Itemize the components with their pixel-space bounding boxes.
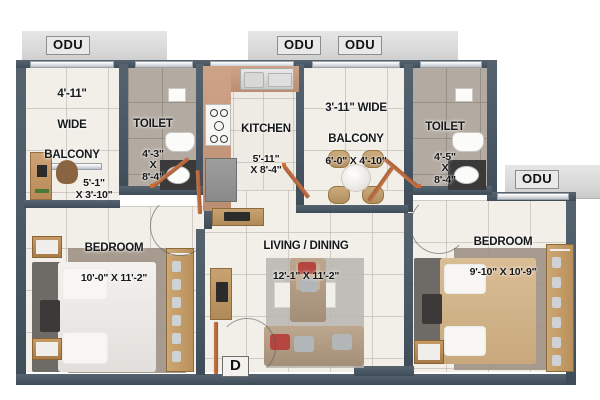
dining-chair-bl bbox=[328, 186, 350, 204]
bedroom-right-door-swing bbox=[410, 196, 468, 254]
wall-balcony-center-bottom bbox=[296, 205, 408, 213]
toilet-left-cistern bbox=[168, 88, 186, 102]
window-toilet-right-top bbox=[420, 61, 482, 68]
bedroom-left-nightstand-bottom bbox=[32, 338, 62, 360]
bedroom-left-nightstand-top bbox=[32, 236, 62, 258]
odu-tag-center-a: ODU bbox=[277, 36, 322, 55]
toilet-right-basin bbox=[454, 166, 479, 184]
tv-screen bbox=[216, 282, 228, 302]
wall-balcony-toilet-left bbox=[119, 64, 128, 192]
sofa-pillow-gray-a bbox=[300, 278, 318, 292]
wall-balcony-left-bottom bbox=[24, 200, 120, 208]
window-balcony-center-top bbox=[312, 61, 400, 68]
living-console-tv bbox=[224, 212, 250, 221]
bedroom-right-pillow-top bbox=[444, 264, 486, 294]
dining-chair-tr bbox=[362, 150, 384, 168]
balcony-chair bbox=[56, 160, 78, 184]
wall-toilet-right-bottom bbox=[413, 186, 492, 195]
wall-exterior-right-upper bbox=[487, 60, 497, 200]
window-toilet-left-top bbox=[135, 61, 193, 68]
toilet-right-cistern bbox=[455, 88, 473, 102]
bedroom-left-pillow-bottom bbox=[62, 332, 108, 364]
floor-balcony-center bbox=[303, 66, 408, 211]
entry-door-tag: D bbox=[222, 356, 249, 377]
bedroom-left-pillow-top bbox=[62, 268, 108, 300]
bedroom-right-pillow-bottom bbox=[444, 326, 486, 356]
kitchen-fridge bbox=[205, 158, 237, 202]
wall-exterior-left bbox=[16, 60, 26, 385]
entry-door bbox=[214, 322, 218, 374]
bedroom-left-throw bbox=[40, 300, 60, 332]
sofa-pillow-gray-b bbox=[294, 336, 314, 352]
dining-table bbox=[341, 164, 371, 192]
window-bedroom-right-top bbox=[497, 193, 569, 200]
wall-bedroom-left-living bbox=[196, 229, 205, 375]
bedroom-left-door-swing bbox=[150, 196, 210, 256]
bedroom-right-nightstand bbox=[414, 340, 444, 364]
entry-door-swing bbox=[218, 318, 276, 376]
wall-living-bedroom-right bbox=[404, 213, 413, 375]
balcony-table bbox=[30, 152, 52, 200]
wall-toilet-left-bottom bbox=[119, 186, 204, 195]
kitchen-sink bbox=[240, 68, 294, 90]
odu-tag-left: ODU bbox=[46, 36, 91, 55]
wall-kitchen-balcony bbox=[296, 64, 304, 212]
dining-chair-tl bbox=[328, 150, 350, 168]
toilet-right-wc bbox=[452, 132, 484, 152]
odu-tag-center-b: ODU bbox=[338, 36, 383, 55]
window-balcony-left-top bbox=[30, 61, 114, 68]
bedroom-right-throw bbox=[422, 294, 442, 324]
wall-toilet-kitchen bbox=[196, 64, 204, 192]
sofa-pillow-red-a bbox=[298, 262, 316, 274]
toilet-left-wc bbox=[165, 132, 195, 152]
wall-balcony-toilet-right bbox=[404, 64, 413, 212]
bedroom-left-wardrobe bbox=[166, 248, 194, 372]
wall-living-bottom-step bbox=[354, 366, 414, 376]
wall-exterior-bottom bbox=[16, 374, 576, 385]
sofa-pillow-gray-c bbox=[332, 334, 352, 350]
bedroom-right-wardrobe bbox=[546, 244, 574, 372]
kitchen-hob bbox=[205, 104, 231, 146]
odu-tag-right: ODU bbox=[515, 170, 560, 189]
